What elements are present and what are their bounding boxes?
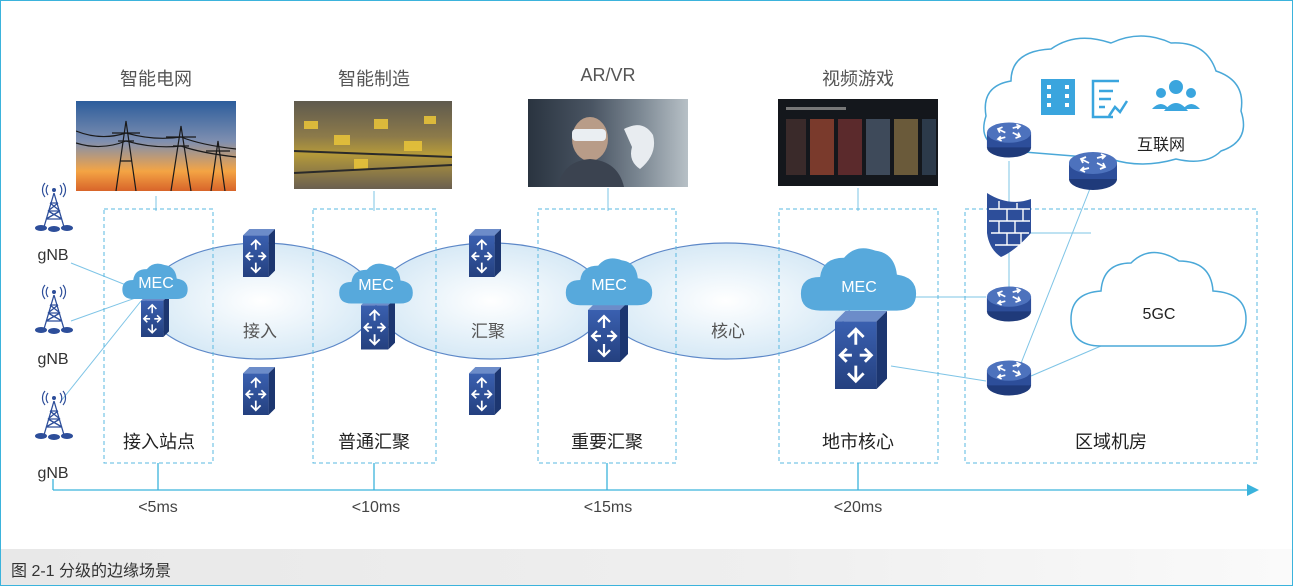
gnb-label: gNB bbox=[37, 247, 69, 264]
zone-important-aggregation: 重要汇聚 bbox=[571, 432, 643, 452]
mec-label: MEC bbox=[358, 277, 394, 294]
latency-axis bbox=[52, 463, 1259, 496]
label-ar-vr: AR/VR bbox=[580, 65, 636, 85]
router-icon bbox=[1068, 151, 1118, 191]
label-smart-manufacturing: 智能制造 bbox=[338, 69, 410, 89]
switch-icon bbox=[141, 295, 169, 337]
network-layers bbox=[145, 242, 852, 360]
ar-vr-photo bbox=[528, 99, 688, 187]
switch-icon bbox=[469, 367, 501, 415]
zone-normal-aggregation: 普通汇聚 bbox=[338, 432, 410, 452]
switch-icon bbox=[243, 367, 275, 415]
mec-label: MEC bbox=[591, 277, 627, 294]
switch-icon bbox=[833, 311, 889, 389]
film-icon bbox=[1041, 79, 1075, 115]
figure-caption: 图 2-1 分级的边缘场景 bbox=[11, 563, 172, 580]
internet-label: 互联网 bbox=[1136, 137, 1186, 154]
label-smart-grid: 智能电网 bbox=[120, 69, 192, 89]
5gc-cloud bbox=[1070, 251, 1247, 347]
mec-label: MEC bbox=[841, 279, 877, 296]
switch-icon bbox=[588, 301, 628, 363]
users-icon bbox=[1152, 80, 1200, 111]
gnb-label: gNB bbox=[37, 351, 69, 368]
latency-label: <15ms bbox=[583, 499, 633, 516]
layer-core: 核心 bbox=[711, 322, 745, 341]
firewall-icon bbox=[987, 193, 1031, 257]
zone-regional-dc: 区域机房 bbox=[1075, 432, 1147, 452]
switch-icon bbox=[361, 297, 395, 351]
zone-metro-core: 地市核心 bbox=[822, 432, 894, 452]
tower-icon bbox=[34, 390, 74, 441]
smart-grid-photo bbox=[76, 101, 236, 191]
layer-access: 接入 bbox=[243, 322, 277, 341]
router-icon bbox=[986, 121, 1032, 159]
label-video-game: 视频游戏 bbox=[822, 69, 894, 89]
latency-label: <5ms bbox=[138, 499, 178, 516]
5gc-label: 5GC bbox=[1142, 306, 1176, 323]
video-game-photo bbox=[778, 99, 938, 186]
mec-label: MEC bbox=[138, 275, 174, 292]
report-icon bbox=[1091, 79, 1129, 119]
edge-scenario-diagram bbox=[34, 35, 1259, 496]
tower-icon bbox=[34, 284, 74, 335]
latency-label: <20ms bbox=[833, 499, 883, 516]
smart-manufacturing-photo bbox=[294, 101, 452, 189]
switch-icon bbox=[469, 229, 501, 277]
router-icon bbox=[986, 359, 1032, 397]
tower-icon bbox=[34, 182, 74, 233]
layer-aggregation: 汇聚 bbox=[471, 322, 505, 341]
zone-access-site: 接入站点 bbox=[123, 432, 195, 452]
router-icon bbox=[986, 285, 1032, 323]
switch-icon bbox=[243, 229, 275, 277]
caption-bar: 图 2-1 分级的边缘场景 bbox=[1, 549, 1292, 585]
internet-cloud bbox=[983, 35, 1245, 165]
gnb-label: gNB bbox=[37, 465, 69, 482]
latency-label: <10ms bbox=[351, 499, 401, 516]
